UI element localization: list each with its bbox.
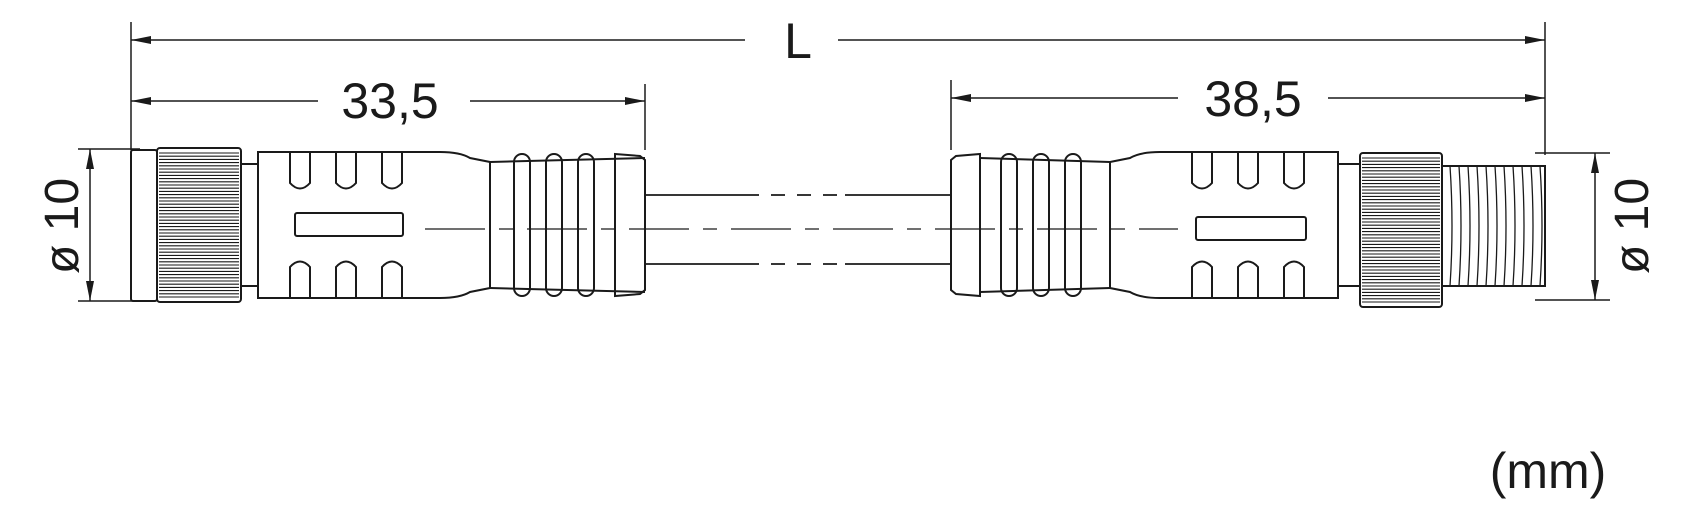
dimension-left-diameter: ø 10 — [36, 149, 94, 301]
right-connector-length-label: 38,5 — [1204, 71, 1301, 127]
left-knurled-nut — [156, 147, 242, 303]
thread-line — [1485, 165, 1489, 287]
thread-line — [1458, 165, 1462, 287]
thread-line — [1467, 165, 1471, 287]
thread-line — [1503, 165, 1507, 287]
right-connector — [950, 151, 1546, 308]
left-connector-length-label: 33,5 — [341, 73, 438, 129]
overall-length-label: L — [784, 13, 812, 69]
units-label: (mm) — [1490, 443, 1607, 499]
dimension-right-connector: 38,5 — [951, 71, 1545, 127]
dimension-right-diameter: ø 10 — [1591, 153, 1659, 300]
right-diameter-label: ø 10 — [1606, 178, 1659, 274]
thread-line — [1512, 165, 1516, 287]
thread-line — [1539, 165, 1543, 287]
thread-line — [1530, 165, 1534, 287]
dimension-overall-length: L — [131, 13, 1545, 69]
extension-lines — [78, 22, 1610, 302]
left-diameter-label: ø 10 — [36, 178, 89, 274]
thread-line — [1494, 165, 1498, 287]
thread-line — [1476, 165, 1480, 287]
left-connector — [130, 147, 646, 303]
thread-line — [1521, 165, 1525, 287]
cable — [645, 194, 951, 265]
thread-line — [1449, 165, 1453, 287]
dimension-left-connector: 33,5 — [131, 73, 645, 129]
right-knurled-nut — [1359, 152, 1443, 308]
